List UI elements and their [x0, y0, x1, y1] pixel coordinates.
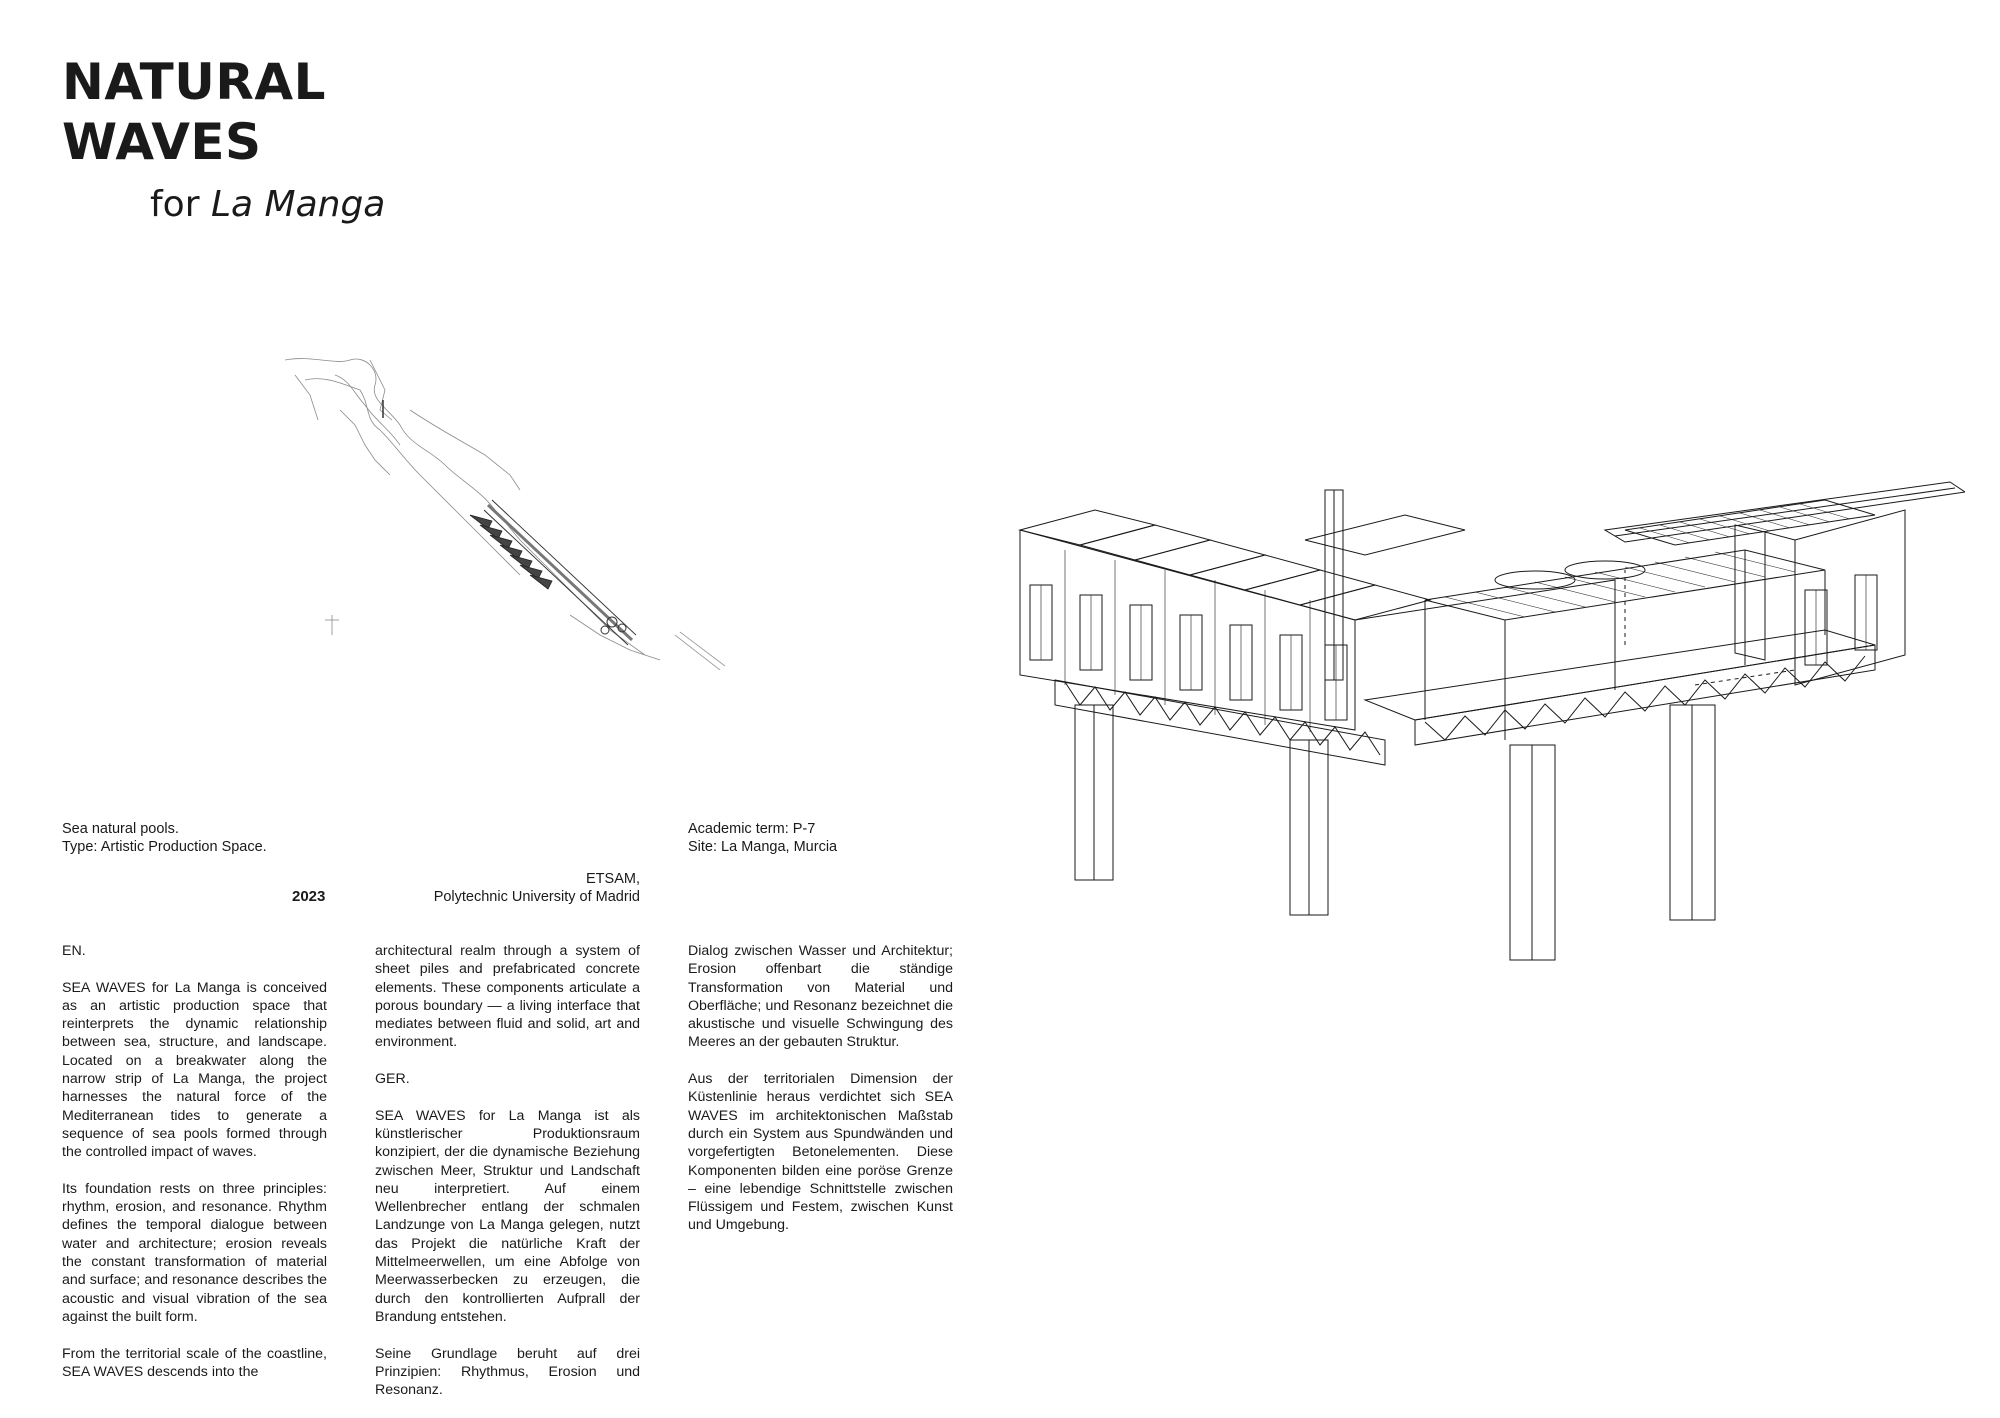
paragraph: architectural realm through a system of …: [375, 943, 640, 1051]
project-subtitle: for La Manga: [150, 184, 385, 225]
paragraph: Its foundation rests on three principles…: [62, 1180, 327, 1325]
paragraph: EN.: [62, 943, 86, 959]
project-year: 2023: [292, 888, 326, 905]
project-title: NATURAL WAVES: [62, 52, 326, 172]
paragraph: SEA WAVES for La Manga ist als künstleri…: [375, 1107, 640, 1325]
academic-term: Academic term: P-7: [688, 821, 816, 837]
project-description: Sea natural pools.: [62, 821, 179, 837]
paragraph: SEA WAVES for La Manga is conceived as a…: [62, 979, 327, 1161]
text-column-1: EN. SEA WAVES for La Manga is conceived …: [62, 942, 327, 1399]
paragraph: Aus der territorialen Dimension der Küst…: [688, 1071, 953, 1234]
site-plan-drawing: [280, 350, 730, 670]
title-line-1: NATURAL: [62, 53, 326, 111]
axonometric-section-drawing: [1005, 470, 1965, 1010]
school-name: ETSAM,: [586, 871, 640, 887]
title-line-2: WAVES: [62, 113, 262, 171]
text-column-3: Dialog zwischen Wasser und Architektur; …: [688, 942, 953, 1253]
project-site: Site: La Manga, Murcia: [688, 839, 838, 855]
paragraph: From the territorial scale of the coastl…: [62, 1345, 327, 1380]
project-meta-left: Sea natural pools. Type: Artistic Produc…: [62, 820, 267, 856]
university-name: Polytechnic University of Madrid: [433, 889, 640, 905]
project-meta-right: Academic term: P-7 Site: La Manga, Murci…: [688, 820, 837, 856]
paragraph: Seine Grundlage beruht auf drei Prinzipi…: [375, 1345, 640, 1399]
project-type: Type: Artistic Production Space.: [62, 839, 267, 855]
text-column-2: architectural realm through a system of …: [375, 942, 640, 1418]
subtitle-prefix: for: [150, 184, 211, 225]
paragraph: GER.: [375, 1071, 410, 1088]
paragraph: Dialog zwischen Wasser und Architektur; …: [688, 943, 953, 1051]
subtitle-place: La Manga: [210, 184, 386, 225]
project-school: ETSAM, Polytechnic University of Madrid: [380, 870, 640, 906]
